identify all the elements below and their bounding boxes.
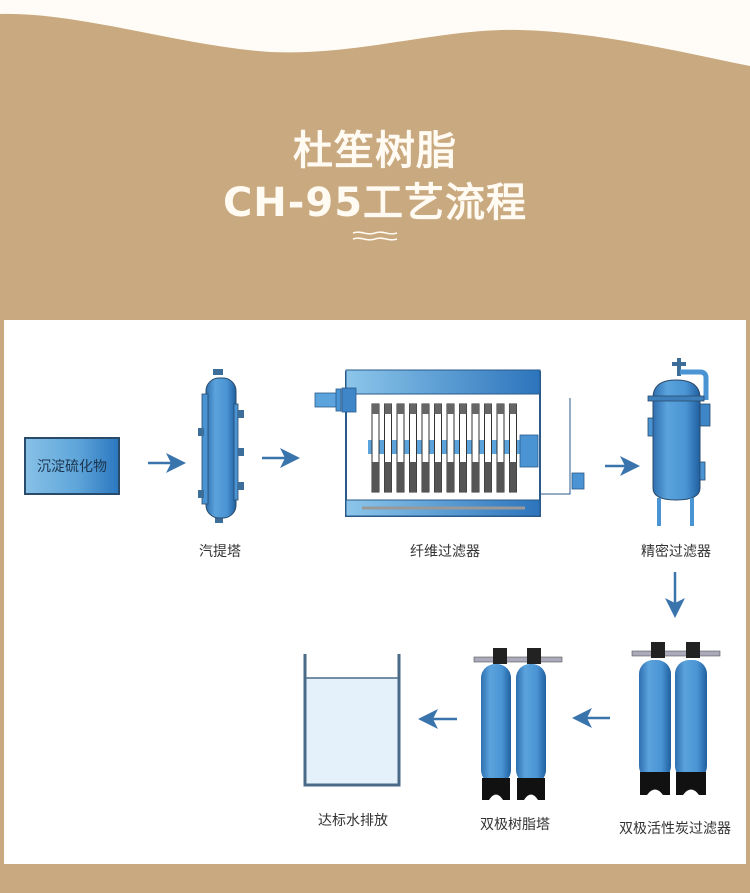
source-box: 沉淀硫化物 — [24, 437, 120, 495]
title-line-2: CH-95工艺流程 — [222, 180, 528, 226]
stripping-tower-icon — [198, 369, 244, 523]
dual-resin-tower-icon — [473, 648, 563, 800]
step-label-discharge: 达标水排放 — [318, 813, 388, 829]
precision-filter-icon — [647, 358, 711, 526]
wavy-lines-icon — [352, 231, 398, 241]
step-label-fiber-filter: 纤维过滤器 — [410, 544, 480, 560]
step-label-precision-filter: 精密过滤器 — [641, 544, 711, 560]
title-line-1: 杜笙树脂 — [293, 128, 457, 174]
step-label-source: 沉淀硫化物 — [37, 459, 107, 475]
step-label-carbon-filter: 双极活性炭过滤器 — [619, 821, 731, 837]
top-wave-decoration — [0, 0, 750, 120]
step-label-stripping-tower: 汽提塔 — [199, 544, 241, 560]
discharge-tank-icon — [303, 654, 401, 787]
fiber-filter-icon — [314, 369, 585, 517]
step-label-resin-tower: 双极树脂塔 — [480, 817, 550, 833]
dual-carbon-filter-icon — [631, 642, 721, 795]
